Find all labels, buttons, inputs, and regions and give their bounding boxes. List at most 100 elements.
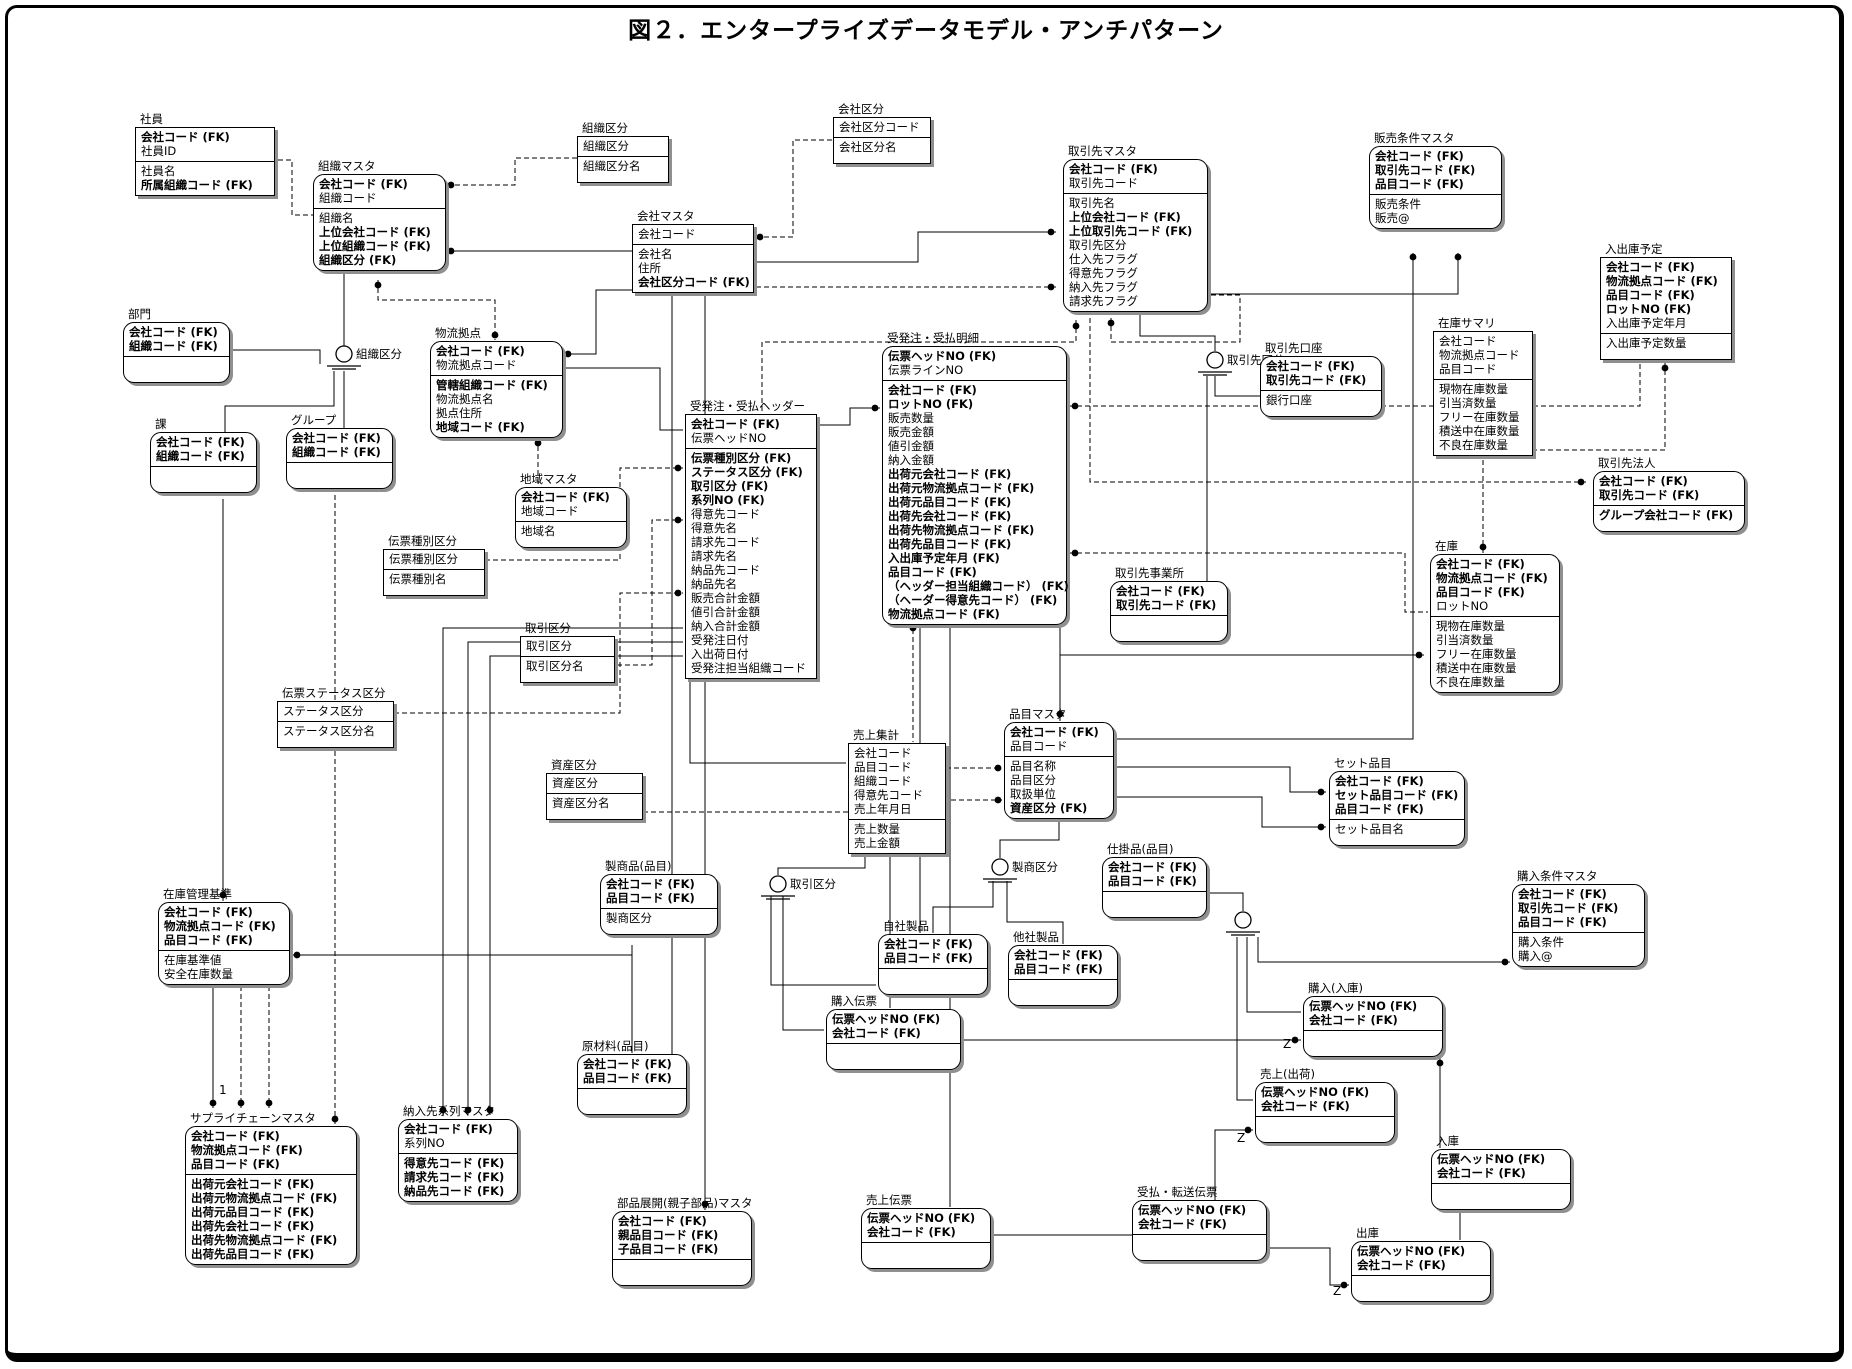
cardinality-dot [1415,651,1423,659]
entity-field: 伝票種別区分 [389,552,458,566]
entity-field: 積送中在庫数量 [1439,424,1520,438]
entity-sales-summary: 売上集計会社コード品目コード組織コード得意先コード売上年月日売上数量売上金額 [848,729,946,854]
entity-field: 所属組織コード (FK) [141,178,253,192]
relationship-line [1236,937,1253,1101]
entity-field: 品目コード (FK) [1436,585,1525,599]
entity-field: 組織区分 (FK) [319,253,397,267]
entity-title: 取引先事業所 [1115,566,1184,580]
entity-field: 資産区分 [552,776,598,790]
entity-title: 受発注・受払明細 [887,331,979,345]
entity-field: フリー在庫数量 [1439,410,1520,424]
entity-field: 入出荷日付 [691,647,749,661]
entity-box: 取引区分取引区分名 [520,636,615,683]
entity-field: 販売@ [1375,211,1410,225]
entity-box: 会社コード (FK)組織コード (FK) [150,432,257,493]
cardinality-dot [756,233,764,241]
entity-transaction-class: 取引区分取引区分取引区分名 [520,622,615,683]
entity-field: 会社コード (FK) [1138,1217,1227,1231]
cardinality-dot [1291,1036,1299,1044]
entity-box: 会社コード (FK)品目コード (FK) [1102,857,1207,918]
entity-field: 物流拠点コード [436,358,517,372]
entity-field: 出荷元会社コード (FK) [191,1177,315,1191]
entity-box: 伝票ヘッドNO (FK)会社コード (FK) [1431,1149,1571,1210]
entity-title: 納入先系列マスタ [403,1104,495,1118]
cardinality-dot [1317,788,1325,796]
category-symbol: 組織区分 [327,345,402,370]
entity-field: 物流拠点コード (FK) [164,919,276,933]
entity-field: 物流拠点コード [1439,348,1520,362]
entity-field: 会社コード (FK) [1116,584,1205,598]
entity-box: 伝票ヘッドNO (FK)会社コード (FK) [861,1208,991,1269]
relationship-line [993,1129,1253,1236]
entity-company-class: 会社区分会社区分コード会社区分名 [833,103,931,164]
cardinality-dot [1661,364,1669,372]
entity-field: 出荷先物流拠点コード (FK) [888,523,1035,537]
diagram-title: 図２．エンタープライズデータモデル・アンチパターン [628,18,1224,44]
cardinality-dot [564,350,572,358]
entity-issue: 出庫伝票ヘッドNO (FK)会社コード (FK) [1351,1227,1491,1302]
category-label: 組織区分 [356,347,402,361]
entity-field: 上位会社コード (FK) [319,225,431,239]
entity-field: 会社コード (FK) [404,1122,493,1136]
cardinality-dot [491,331,499,339]
entity-purchase-receipt: 購入(入庫)伝票ヘッドNO (FK)会社コード (FK) [1303,982,1443,1057]
entity-field: 出荷元会社コード (FK) [888,467,1012,481]
entity-partner-office: 取引先事業所会社コード (FK)取引先コード (FK) [1110,567,1228,642]
cardinality-dot [1409,253,1417,261]
cardinality-dot [486,1106,494,1114]
cardinality-dot [219,891,227,899]
entity-wip-item: 仕掛品(品目)会社コード (FK)品目コード (FK) [1102,843,1207,918]
entity-department: 部門会社コード (FK)組織コード (FK) [123,308,230,383]
entity-company-master: 会社マスタ会社コード会社名住所会社区分コード (FK) [632,210,754,293]
entity-field: 入出庫予定数量 [1606,336,1687,350]
entity-field: 販売条件 [1375,197,1421,211]
relationship-line [777,851,866,875]
entity-field: 取扱単位 [1010,787,1056,801]
cardinality-dot [237,1099,245,1107]
cardinality-dot [439,1106,447,1114]
entity-field: 会社コード [854,746,912,760]
entity-title: 原材料(品目) [582,1039,649,1053]
entity-field: 品目コード (FK) [191,1157,280,1171]
entity-box: 会社コード (FK)物流拠点コード (FK)品目コード (FK)出荷元会社コード… [185,1126,357,1265]
entity-field: 納品先名 [691,577,737,591]
entity-supply-chain-master: サプライチェーンマスタ会社コード (FK)物流拠点コード (FK)品目コード (… [185,1112,357,1265]
entity-box: 会社コード (FK)取引先コード (FK)グループ会社コード (FK) [1593,471,1745,532]
entity-title: 購入伝票 [831,994,877,1008]
entity-title: 組織マスタ [318,159,376,173]
entity-field: 会社コード (FK) [319,177,408,191]
entity-field: 品目コード (FK) [1335,802,1424,816]
cardinality-dot [209,1099,217,1107]
entity-field: 物流拠点コード (FK) [888,607,1000,621]
entity-field: 出荷先物流拠点コード (FK) [191,1233,338,1247]
entity-field: 販売数量 [888,411,934,425]
entity-field: 品目区分 [1010,773,1056,787]
entity-field: 会社コード (FK) [141,130,230,144]
entity-field: 会社コード (FK) [583,1057,672,1071]
entity-field: 社員名 [141,164,176,178]
entity-title: 課 [155,417,167,431]
entity-box: 資産区分資産区分名 [546,773,643,820]
cardinality-dot [994,764,1002,772]
entity-box: 会社コード (FK)物流拠点コード (FK)品目コード (FK)在庫基準値安全在… [158,902,290,985]
entity-box: 伝票ヘッドNO (FK)会社コード (FK) [1132,1200,1267,1261]
entity-field: 品目コード (FK) [884,951,973,965]
relationship-line [782,896,824,1031]
cardinality-dot [674,589,682,597]
entity-field: 納品先コード (FK) [404,1184,505,1198]
entity-title: 受払・転送伝票 [1137,1185,1218,1199]
entity-field: 会社コード (FK) [164,905,253,919]
entity-field: 出荷元品目コード (FK) [888,495,1012,509]
entity-title: 売上伝票 [866,1193,912,1207]
entity-field: 伝票ヘッドNO (FK) [1309,999,1418,1013]
cardinality-dot [534,439,542,447]
entity-field: 現物在庫数量 [1436,619,1505,633]
entity-field: 会社コード (FK) [1375,149,1464,163]
entity-title: サプライチェーンマスタ [190,1111,316,1125]
entity-field: 請求先コード [691,535,760,549]
relationship-line [643,799,1002,813]
